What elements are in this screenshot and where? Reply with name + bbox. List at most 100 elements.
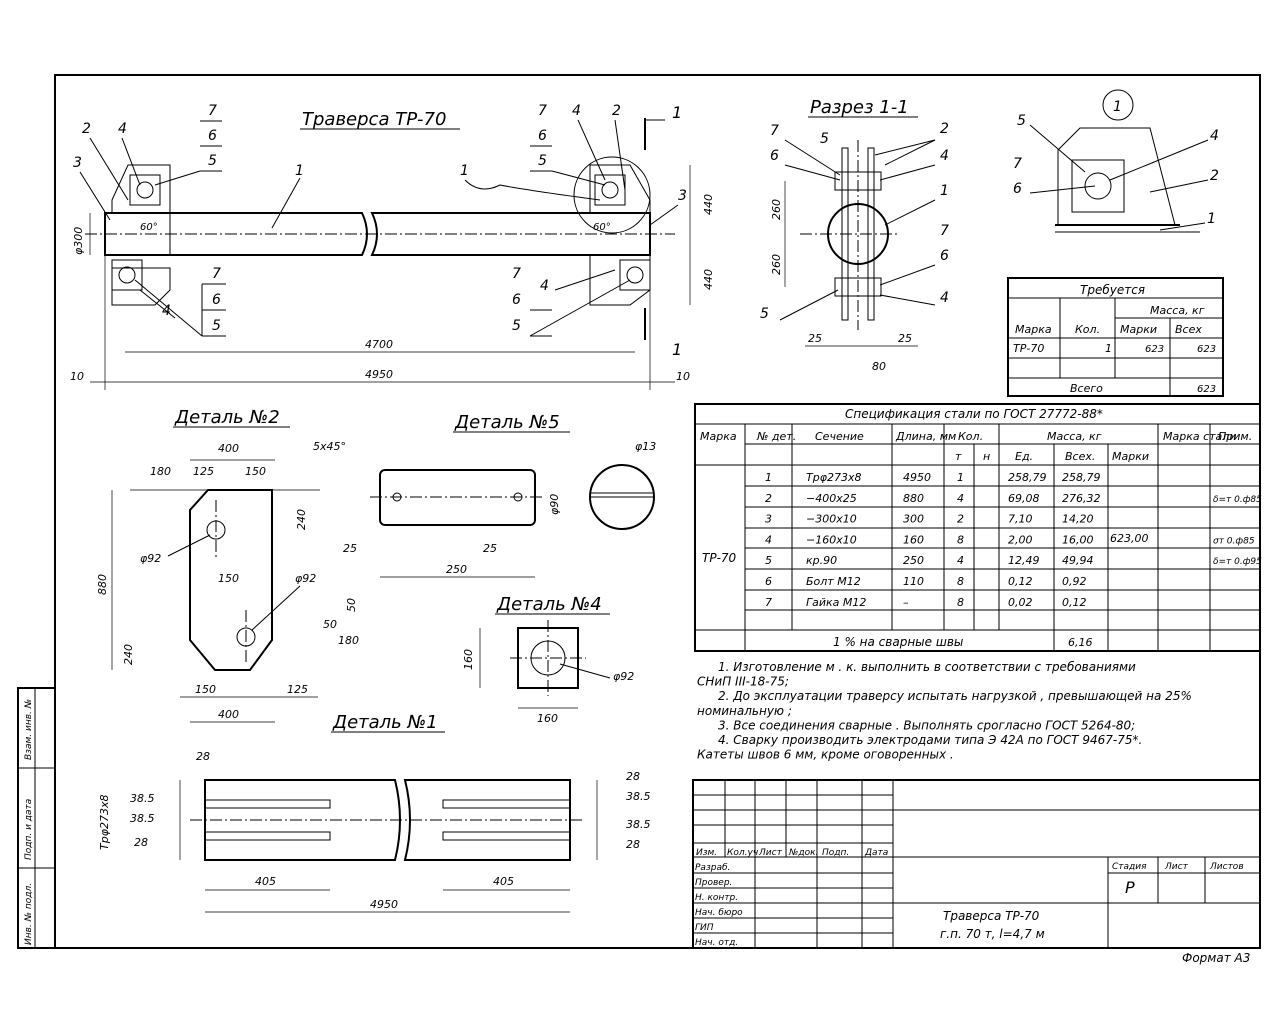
d4-phi92: φ92 [613,670,634,683]
dim-440-top: 440 [702,194,715,215]
d1-385a-l: 38.5 [130,792,155,805]
note-line-0: 1. Изготовление м . к. выполнить в соотв… [718,660,1136,674]
d4-160-v: 160 [462,649,475,670]
spec-cell-r6-c5: 0,12 [1062,596,1087,609]
stamp-col-0: Изм. [696,848,717,858]
lbl-r-2: 2 [612,103,621,119]
spec-cell-r5-c0: 6 [765,575,772,588]
lbl-l-7b: 7 [212,266,221,282]
spec-cell-r3-c2: 160 [903,533,924,546]
stamp-row-5: Нач. отд. [695,938,738,948]
spec-cell-r3-c6: σт 0.ф85 [1213,536,1255,546]
spec-h-mass: Масса, кг [1047,430,1102,443]
detail-4: Деталь №4 160 160 φ92 [462,594,634,725]
lbl-l-6b: 6 [212,292,221,308]
spec-cell-r4-c1: кр.90 [806,554,837,567]
req-h-mass: Масса, кг [1150,304,1205,317]
lbl-r-5: 5 [538,153,547,169]
detail-2: Деталь №2 400 180 125 150 240 880 240 15… [96,407,359,723]
angle-left: 60° [140,222,158,233]
node-mark: 1 [1113,99,1122,115]
d2-180-right: 180 [338,634,359,647]
spec-cell-r4-c4: 12,49 [1008,554,1040,567]
lbl-r-4b: 4 [540,278,549,294]
spec-cell-r5-c5: 0,92 [1062,575,1087,588]
spec-cell-r3-c4: 2,00 [1008,533,1033,546]
spec-cell-r2-c1: −300х10 [806,513,857,526]
lbl-r-5b: 5 [512,318,521,334]
section-title: Разрез 1-1 [810,97,909,118]
req-r-qty: 1 [1105,342,1112,355]
spec-cell-r5-c1: Болт М12 [806,575,861,588]
lbl-r-7b: 7 [512,266,521,282]
d1-28-bot-l: 28 [134,836,148,849]
d2-hole-2: φ92 [295,572,316,585]
req-title: Требуется [1080,283,1145,297]
lbl-l-5a: 5 [208,153,217,169]
stamp-rows: Разраб.Провер.Н. контр.Нач. бюроГИПНач. … [695,863,743,948]
spec-cell-r1-c4: 69,08 [1008,492,1040,505]
d5-phi13: φ13 [635,440,656,453]
sec-lbl-6b: 6 [940,248,949,264]
sec-dim-260b: 260 [770,254,783,275]
d2-400-top: 400 [218,442,239,455]
spec-cell-r3-c5: 16,00 [1062,533,1094,546]
sec-lbl-5b: 5 [760,306,769,322]
section-mark-top: 1 [672,103,682,122]
spec-cell-r0-c4: 258,79 [1008,471,1047,484]
spec-h-unit: Ед. [1015,450,1033,463]
spec-cell-r4-c6: δ=т 0.ф95 [1213,557,1262,567]
spec-cell-r0-c2: 4950 [903,471,931,484]
node-lbl-5: 5 [1017,113,1026,129]
node-lbl-7: 7 [1013,156,1022,172]
d5-phi90: φ90 [548,494,561,515]
spec-cell-r4-c3: 4 [957,554,964,567]
d5-25a: 25 [343,542,357,555]
req-r-marki: 623 [1145,344,1164,355]
note-line-2: 2. До эксплуатации траверсу испытать наг… [718,689,1192,703]
note-line-6: Катеты швов 6 мм, кроме оговоренных . [697,748,954,762]
spec-cell-r0-c3: 1 [957,471,964,484]
stamp-name-1: Траверса ТР-70 [943,909,1040,923]
required-table: Требуется Марка Кол. Масса, кг Марки Все… [1007,277,1224,397]
side-stamp-2: Подп. и дата [24,799,34,860]
spec-cell-r1-c1: −400х25 [806,492,857,505]
spec-h-mark: Марка [700,430,737,443]
spec-cell-r2-c5: 14,20 [1062,513,1094,526]
lbl-l-5b: 5 [212,318,221,334]
sec-dim-80: 80 [872,360,886,373]
spec-cell-r2-c2: 300 [903,513,924,526]
req-r-all: 623 [1197,344,1216,355]
stamp-row-1: Провер. [695,878,732,888]
spec-cell-r0-c0: 1 [765,471,772,484]
stamp-sheets-h: Листов [1209,862,1244,872]
lbl-r-4: 4 [572,103,581,119]
dim-4950: 4950 [365,368,393,381]
node-lbl-4: 4 [1210,128,1219,144]
stamp-row-4: ГИП [695,923,714,933]
spec-cell-r5-c3: 8 [957,575,964,588]
dim-10-left: 10 [70,370,84,383]
spec-cell-r6-c3: 8 [957,596,964,609]
d2-180: 180 [150,465,171,478]
d1-4950: 4950 [370,898,398,911]
spec-h-marki: Марки [1112,450,1149,463]
detail5-title: Деталь №5 [454,412,560,433]
stamp-stage-h: Стадия [1112,862,1147,872]
req-total-label: Всего [1070,382,1103,395]
lbl-l-3: 3 [73,155,82,171]
lbl-pipe-1: 1 [295,163,304,179]
side-stamp-1: Взам. инв. № [24,699,34,760]
spec-cell-r2-c0: 3 [765,513,772,526]
d1-385b-r: 38.5 [626,818,651,831]
req-h-qty: Кол. [1075,323,1100,336]
d2-150: 150 [245,465,266,478]
sec-lbl-7: 7 [770,123,779,139]
node-lbl-6: 6 [1013,181,1022,197]
spec-cell-r3-c0: 4 [765,533,772,546]
d1-405-r: 405 [493,875,514,888]
d2-240-bottom: 240 [122,644,135,665]
dim-4700: 4700 [365,338,393,351]
d1-385b-l: 38.5 [130,812,155,825]
